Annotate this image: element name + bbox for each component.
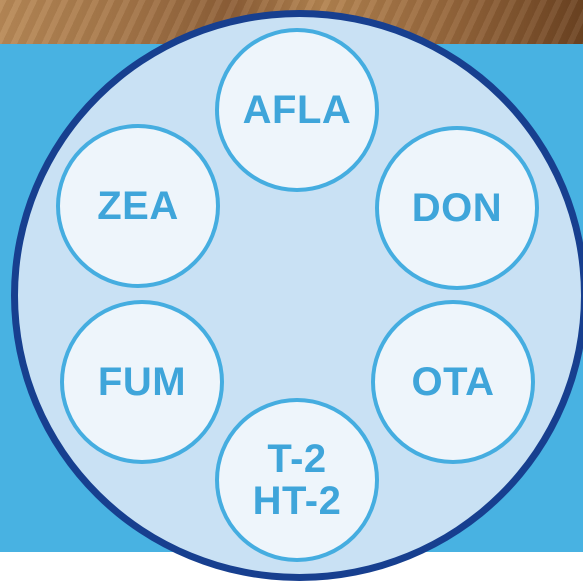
token-label-fum: FUM — [97, 360, 187, 404]
token-label-ota: OTA — [411, 360, 495, 404]
mycotoxin-token-fum: FUM — [60, 300, 224, 464]
mycotoxin-token-t2-ht2: T-2 HT-2 — [215, 398, 379, 562]
token-label-t2: T-2 — [267, 437, 327, 481]
token-label-ht2: HT-2 — [252, 479, 342, 523]
token-label-t2-ht2: T-2 HT-2 — [253, 438, 342, 522]
token-label-zea: ZEA — [97, 184, 179, 228]
token-label-don: DON — [411, 186, 503, 230]
mycotoxin-token-don: DON — [375, 126, 539, 290]
mycotoxin-token-afla: AFLA — [215, 28, 379, 192]
mycotoxin-token-ota: OTA — [371, 300, 535, 464]
mycotoxin-token-zea: ZEA — [56, 124, 220, 288]
token-label-afla: AFLA — [242, 88, 352, 132]
